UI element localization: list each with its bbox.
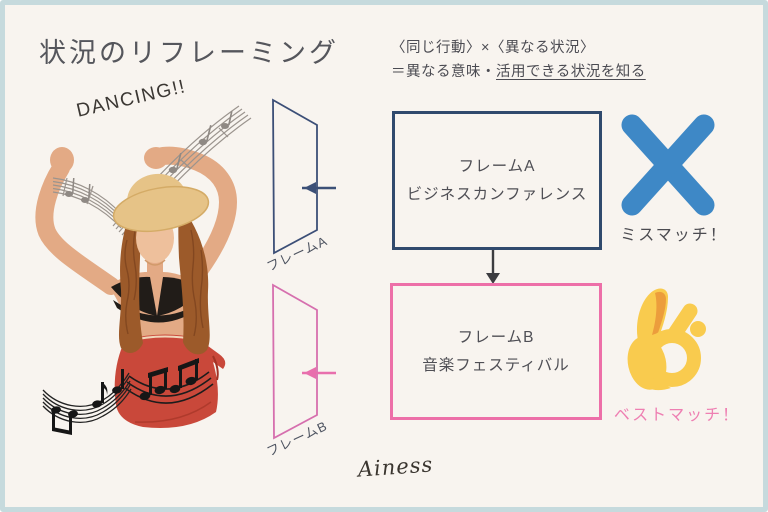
brand-signature: Ainess — [357, 452, 434, 482]
hat-brim — [112, 185, 210, 233]
frame-b-box: フレームB 音楽フェスティバル — [390, 283, 602, 420]
music-notes-gray-right — [168, 111, 233, 174]
skirt-fold — [134, 401, 212, 423]
principle-line2: ＝異なる意味・活用できる状況を知る — [391, 64, 646, 81]
frame-b-line1: フレームB — [457, 328, 535, 346]
skirt-note-arcs — [124, 371, 214, 404]
frame-b-parallelogram-icon — [272, 283, 336, 440]
music-staff-icon — [52, 177, 122, 229]
cross-mark-icon — [621, 114, 715, 216]
necklace — [144, 259, 166, 266]
music-notes-black — [51, 369, 124, 435]
right-fist — [144, 147, 168, 169]
skirt-notes — [139, 358, 199, 401]
left-arm — [35, 159, 120, 295]
skirt — [114, 334, 226, 428]
dancing-woman-illustration — [35, 105, 252, 435]
left-fist — [50, 147, 74, 173]
mismatch-label: ミスマッチ！ — [620, 227, 728, 244]
hair-right — [178, 204, 210, 355]
bestmatch-label: ベストマッチ！ — [613, 407, 741, 424]
frame-a-line2: ビジネスカンファレンス — [406, 185, 588, 203]
frame-b-line2: 音楽フェスティバル — [422, 356, 570, 374]
down-arrow-icon — [486, 250, 500, 284]
frame-a-parallelogram-icon — [272, 98, 336, 255]
underlined-key-phrase: 活用できる状況を知る — [496, 64, 646, 81]
principle-line1: 〈同じ行動〉×〈異なる状況〉 — [391, 40, 595, 56]
principle-text: 〈同じ行動〉×〈異なる状況〉 ＝異なる意味・活用できる状況を知る — [391, 36, 646, 85]
frame-a-line1: フレームA — [458, 157, 536, 175]
page-title: 状況のリフレーミング — [39, 38, 339, 68]
hair-waves — [124, 229, 204, 337]
music-notes-gray-left — [65, 178, 91, 203]
skirt-tie — [212, 355, 219, 381]
ok-hand-icon — [627, 288, 706, 391]
frame-a-box: フレームA ビジネスカンファレンス — [392, 111, 602, 250]
